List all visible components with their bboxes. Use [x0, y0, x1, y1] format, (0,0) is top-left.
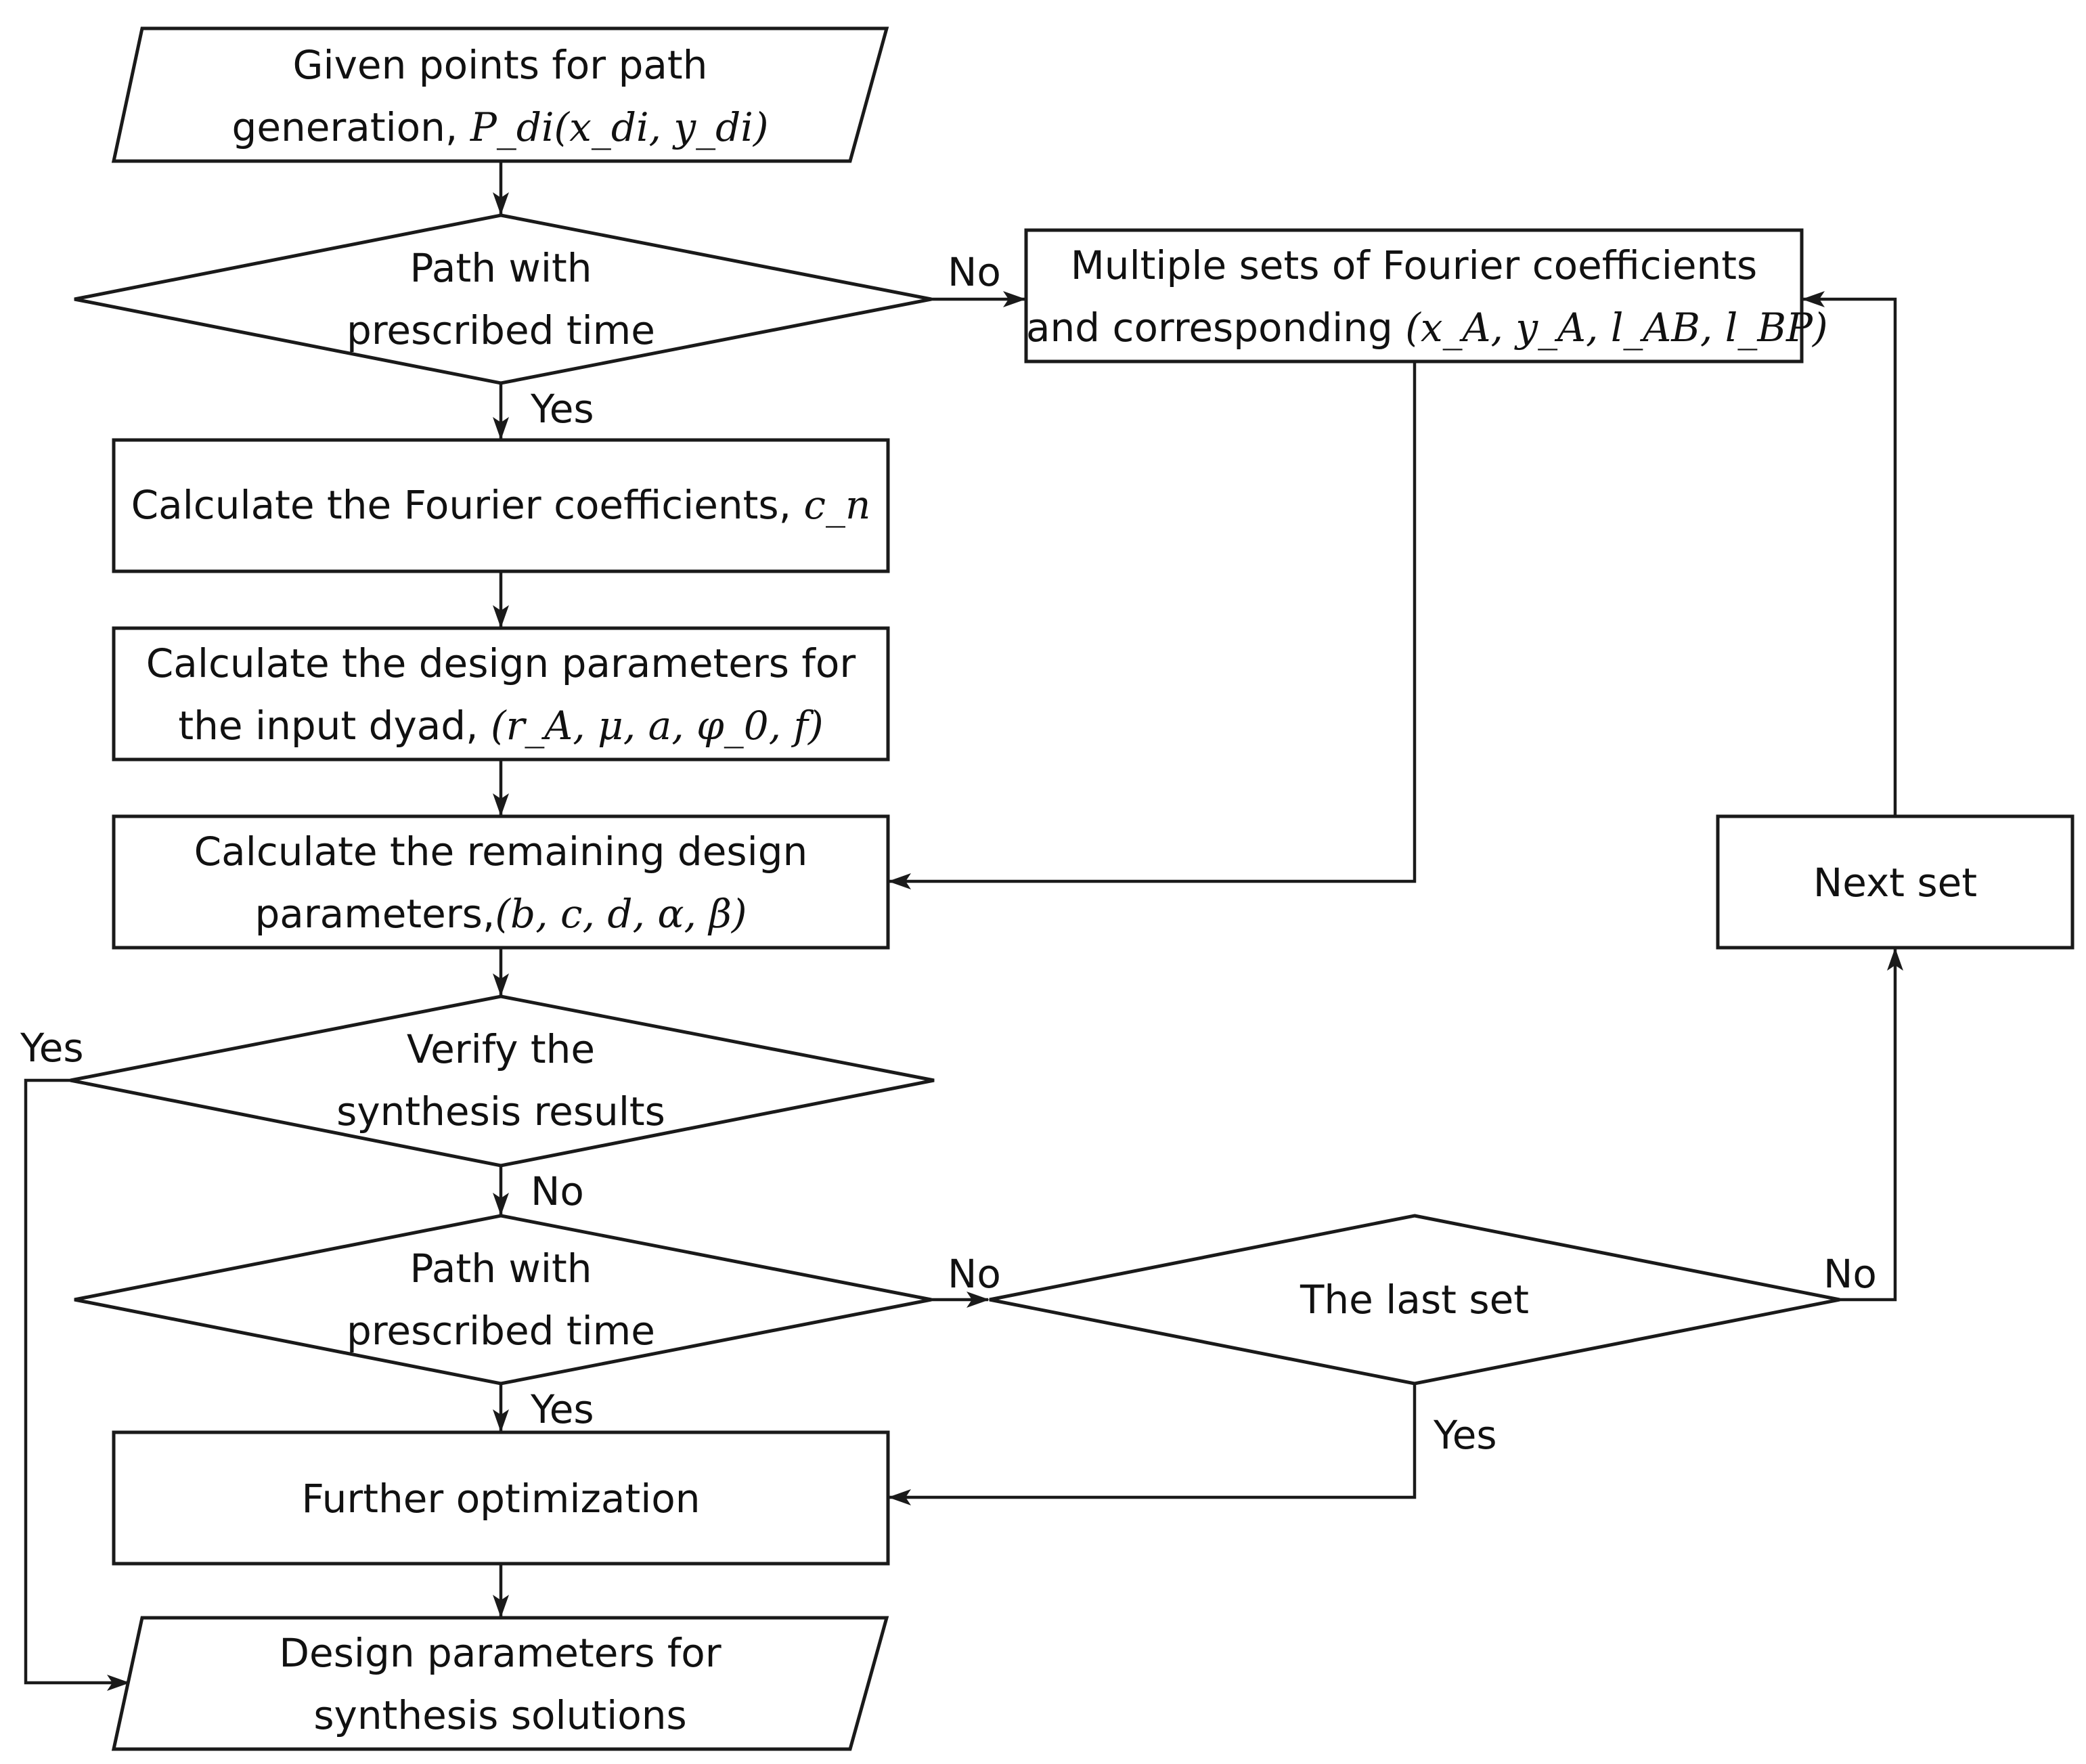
edge-label-d1-yes: Yes: [531, 386, 594, 432]
calc-fourier-line: Calculate the Fourier coefficients, c_n: [114, 474, 888, 536]
end-parallelogram: [111, 1616, 889, 1751]
decision-prescribed-1-line2: prescribed time: [347, 307, 655, 353]
edge-label-verify-no: No: [531, 1168, 584, 1214]
multiple-sets-box: [1024, 228, 1804, 363]
calc-input-dyad-label: Calculate the design parameters for the …: [114, 632, 888, 757]
edge-label-last-yes: Yes: [1434, 1412, 1497, 1458]
start-line2-math: P_di(x_di, y_di): [470, 104, 769, 150]
further-opt-label: Further optimization: [114, 1468, 888, 1530]
verify-label: Verify the synthesis results: [230, 1018, 772, 1143]
calc-input-dyad-line2: the input dyad, (r_A, μ, a, φ_0, f): [114, 694, 888, 757]
decision-prescribed-2-line2: prescribed time: [347, 1308, 655, 1354]
calc-input-dyad-line1: Calculate the design parameters for: [146, 640, 856, 686]
end-line2: synthesis solutions: [313, 1692, 687, 1738]
arrow-lastset-yes-to-further: [888, 1384, 1417, 1505]
edge-label-d1-no: No: [948, 249, 1001, 295]
decision-prescribed-1-label: Path with prescribed time: [230, 237, 772, 361]
arrow-lastset-no-to-nextset: [1840, 948, 1903, 1302]
multiple-sets-line2-math: (x_A, y_A, l_AB, l_BP): [1405, 305, 1828, 351]
further-opt-text: Further optimization: [301, 1476, 701, 1522]
calc-remaining-line2: parameters,(b, c, d, α, β): [114, 883, 888, 945]
next-set-box: [1716, 814, 2074, 950]
edge-label-last-no: No: [1823, 1251, 1877, 1297]
multiple-sets-line2-text: and corresponding: [1026, 305, 1406, 351]
calc-fourier-label: Calculate the Fourier coefficients, c_n: [114, 474, 888, 536]
calc-fourier-text: Calculate the Fourier coefficients,: [131, 482, 804, 528]
calc-input-dyad-line2-math: (r_A, μ, a, φ_0, f): [491, 703, 824, 749]
multiple-sets-line2: and corresponding (x_A, y_A, l_AB, l_BP): [1026, 296, 1828, 359]
decision-prescribed-1-line1: Path with: [409, 245, 592, 291]
edge-label-d2-yes: Yes: [531, 1386, 594, 1432]
calc-remaining-label: Calculate the remaining design parameter…: [114, 820, 888, 945]
end-line1: Design parameters for: [279, 1630, 722, 1676]
arrow-nextset-to-multiple: [1802, 291, 1897, 816]
edge-label-d2-no: No: [948, 1251, 1001, 1297]
calc-fourier-math: c_n: [803, 482, 871, 528]
calc-input-dyad-line2-text: the input dyad,: [178, 703, 491, 749]
multiple-sets-line1: Multiple sets of Fourier coefficients: [1070, 242, 1758, 288]
start-line2-text: generation,: [231, 104, 470, 150]
calc-remaining-line1: Calculate the remaining design: [194, 829, 808, 875]
start-parallelogram: [111, 26, 889, 163]
last-set-text: The last set: [1300, 1277, 1529, 1323]
arrow-multiple-to-remaining: [888, 361, 1417, 889]
last-set-label: The last set: [1144, 1269, 1685, 1331]
calc-fourier-box: [112, 438, 890, 573]
edge-label-verify-yes: Yes: [20, 1025, 84, 1071]
arrow-verify-yes-to-end: [24, 1078, 130, 1691]
end-label: Design parameters for synthesis solution…: [114, 1622, 887, 1746]
decision-prescribed-2-line1: Path with: [409, 1245, 592, 1292]
calc-remaining-line2-math: (b, c, d, α, β): [495, 891, 747, 937]
multiple-sets-label: Multiple sets of Fourier coefficients an…: [1026, 234, 1828, 359]
calc-remaining-line2-text: parameters,: [254, 891, 495, 937]
verify-line1: Verify the: [406, 1026, 596, 1072]
start-label: Given points for path generation, P_di(x…: [114, 34, 887, 158]
start-line1: Given points for path: [292, 42, 708, 88]
decision-prescribed-2-label: Path with prescribed time: [230, 1237, 772, 1362]
start-line2: generation, P_di(x_di, y_di): [114, 96, 887, 158]
verify-line2: synthesis results: [336, 1088, 665, 1134]
next-set-text: Next set: [1813, 860, 1978, 906]
next-set-label: Next set: [1718, 852, 2072, 914]
